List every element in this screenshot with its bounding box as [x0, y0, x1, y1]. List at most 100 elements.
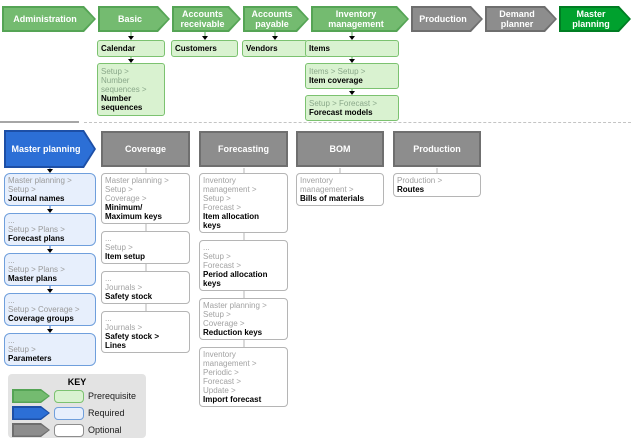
flow-connector — [199, 340, 288, 347]
connector-line — [351, 57, 353, 60]
flow-box: Production >Routes — [393, 173, 481, 197]
connector-arrowhead-icon — [47, 209, 53, 213]
connector-line — [339, 168, 341, 173]
flow-box: Customers — [171, 40, 238, 57]
flow-connector — [101, 224, 190, 231]
flow-box: ...Setup > Plans >Master plans — [4, 253, 96, 286]
connector-line — [145, 224, 146, 231]
flow-box: Calendar — [97, 40, 165, 57]
form-name-line: Routes — [397, 185, 425, 194]
key-title: KEY — [67, 377, 87, 387]
key-box-swatch-green — [54, 389, 84, 403]
breadcrumb-path-line: Setup > Coverage > — [8, 305, 80, 314]
flow-box: Master planning >Setup >Journal names — [4, 173, 96, 206]
flow-connector — [199, 291, 288, 298]
breadcrumb-path-line: sequences > — [101, 85, 147, 94]
flow-box: Vendors — [242, 40, 308, 57]
connector-arrowhead-icon — [47, 289, 53, 293]
connector-line — [130, 31, 132, 37]
form-name-line: Coverage groups — [8, 314, 74, 323]
connector-arrowhead-icon — [128, 36, 134, 40]
section-header-master-planning-main-fill — [6, 132, 94, 166]
breadcrumb-path-line: Master planning > — [8, 176, 72, 185]
connector-arrowhead-icon — [47, 329, 53, 333]
connector-line — [145, 264, 146, 271]
breadcrumb-path-line: Forecast > — [203, 203, 242, 212]
connector-line — [145, 168, 146, 173]
breadcrumb-path-line: ... — [8, 336, 15, 345]
connector-line — [243, 233, 244, 240]
form-name-line: Forecast models — [309, 108, 373, 117]
flow-box: ...Setup >Item setup — [101, 231, 190, 264]
form-name-line: Item setup — [105, 252, 146, 261]
section-header-bom: BOM — [296, 131, 384, 167]
module-arrow-basic: Basic — [98, 6, 170, 32]
section-header-production-main: Production — [393, 131, 481, 167]
connector-arrowhead-icon — [349, 91, 355, 95]
module-arrow-accounts-payable: Accounts payable — [243, 6, 309, 32]
breadcrumb-path-line: ... — [105, 274, 112, 283]
module-arrow-accounts-receivable-label: Accounts receivable — [180, 9, 225, 29]
breadcrumb-path-line: management > — [300, 185, 354, 194]
form-name-line: Reduction keys — [203, 328, 263, 337]
key-arrow-swatch-green — [12, 389, 50, 403]
breadcrumb-path-line: Setup > — [101, 67, 129, 76]
connector-arrowhead-icon — [47, 169, 53, 173]
module-arrow-master-planning: Master planning — [559, 6, 631, 32]
section-header-master-planning-main: Master planning — [4, 130, 96, 168]
form-name-line: Item coverage — [309, 76, 363, 85]
form-name-line: keys — [203, 279, 221, 288]
breadcrumb-path-line: Inventory — [300, 176, 333, 185]
connector-line — [49, 206, 51, 210]
breadcrumb-path-line: Setup > Plans > — [8, 225, 65, 234]
flow-connector — [171, 31, 238, 40]
flow-connector — [393, 168, 481, 173]
form-name-line: Item allocation — [203, 212, 260, 221]
key-label: Required — [88, 408, 125, 418]
form-name-line: Journal names — [8, 194, 65, 203]
module-arrow-demand-planner-label: Demand planner — [499, 9, 535, 29]
form-name-line: Safety stock > — [105, 332, 160, 341]
breadcrumb-path-line: Master planning > — [203, 301, 267, 310]
flow-connector — [305, 57, 399, 63]
breadcrumb-path-line: Coverage > — [105, 194, 147, 203]
flow-box: ...Setup >Parameters — [4, 333, 96, 366]
connector-line — [49, 246, 51, 250]
breadcrumb-path-line: Setup > — [8, 345, 36, 354]
breadcrumb-path-line: management > — [203, 185, 257, 194]
connector-line — [204, 31, 205, 37]
connector-line — [351, 89, 353, 92]
connector-line — [130, 57, 132, 60]
module-arrow-master-planning-label: Master planning — [572, 9, 610, 29]
module-arrow-inventory-management-fill — [313, 8, 407, 30]
breadcrumb-path-line: Production > — [397, 176, 443, 185]
module-arrow-accounts-receivable-fill — [174, 8, 239, 30]
form-name-line: Master plans — [8, 274, 57, 283]
flow-connector — [242, 31, 308, 40]
breadcrumb-path-line: ... — [8, 256, 15, 265]
flow-connector — [199, 233, 288, 240]
module-arrow-demand-planner-fill — [487, 8, 555, 30]
section-header-coverage: Coverage — [101, 131, 190, 167]
breadcrumb-path-line: Forecast > — [203, 261, 242, 270]
flow-box: Master planning >Setup >Coverage >Reduct… — [199, 298, 288, 340]
connector-line — [436, 168, 438, 173]
flow-connector — [4, 246, 96, 253]
module-arrow-basic-fill — [100, 8, 168, 30]
key-row-green: Prerequisite — [12, 389, 142, 403]
connector-line — [145, 304, 146, 311]
module-arrow-production-fill — [413, 8, 481, 30]
form-name-line: Vendors — [246, 44, 278, 53]
breadcrumb-path-line: Setup > Forecast > — [309, 99, 378, 108]
form-name-line: keys — [203, 221, 221, 230]
flow-box: ...Setup > Coverage >Coverage groups — [4, 293, 96, 326]
section-header-forecasting: Forecasting — [199, 131, 288, 167]
breadcrumb-path-line: Periodic > — [203, 368, 239, 377]
